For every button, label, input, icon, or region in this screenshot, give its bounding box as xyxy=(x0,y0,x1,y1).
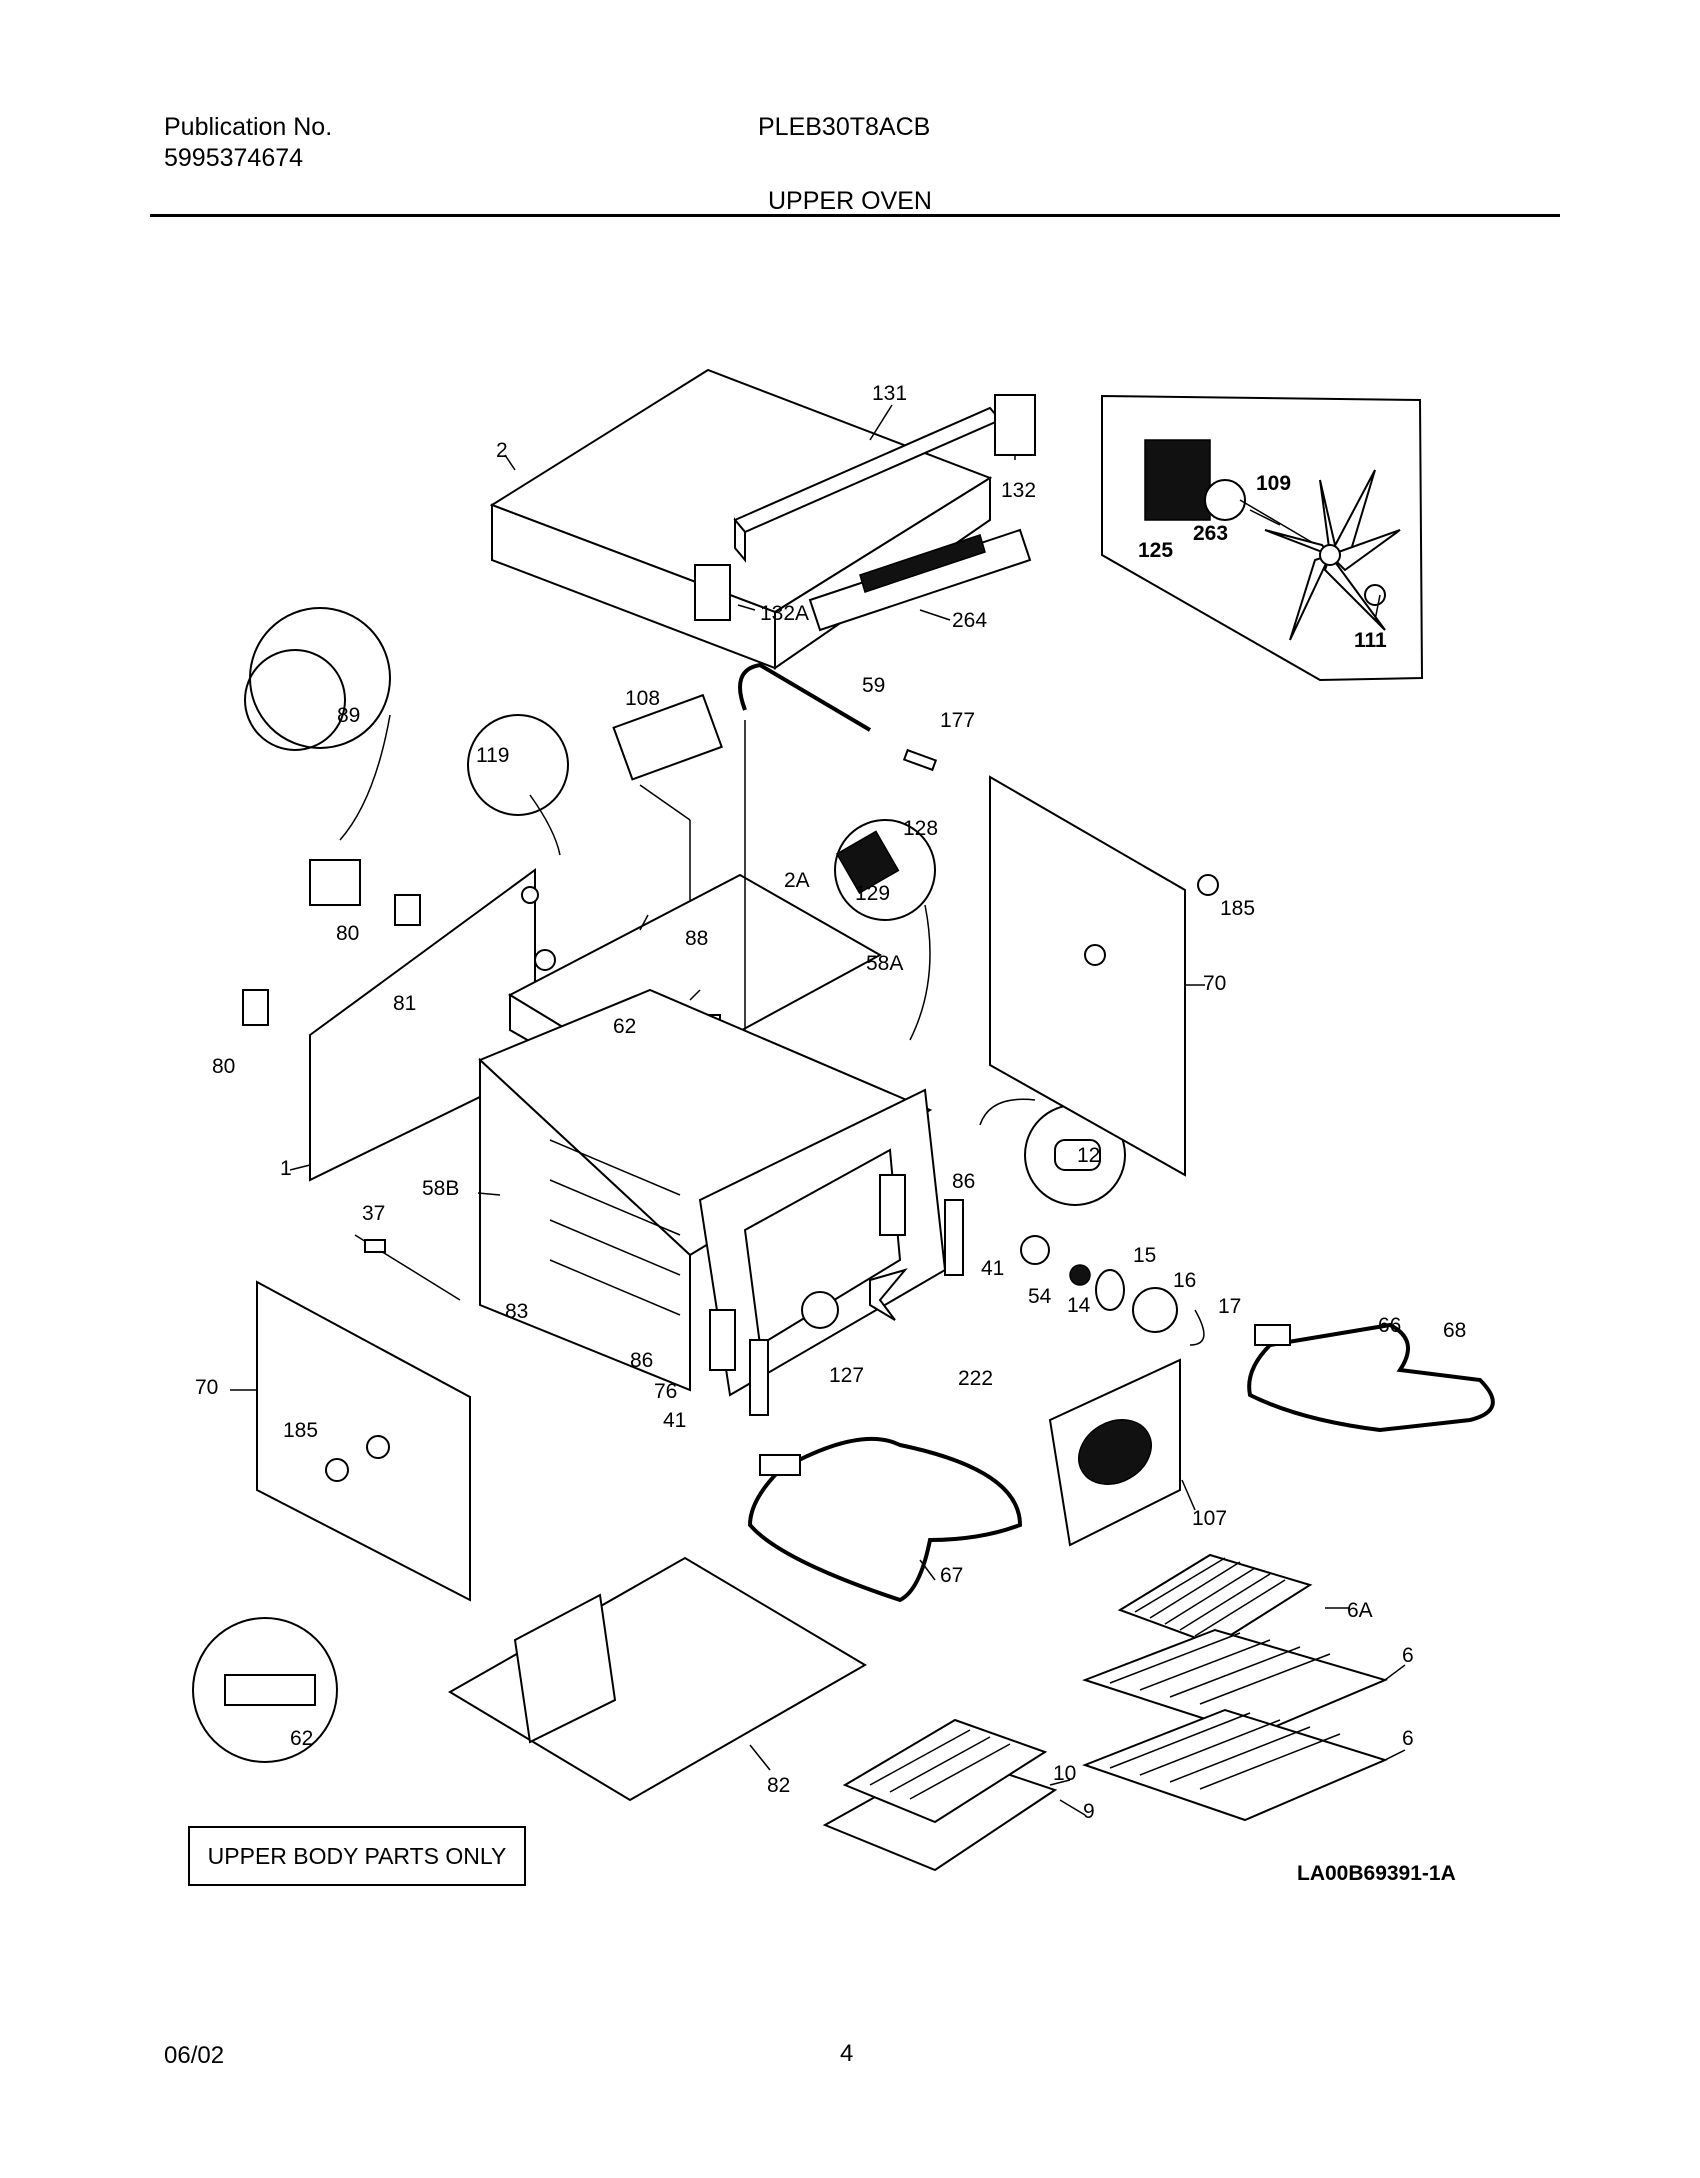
fan-blade-part xyxy=(1264,469,1401,641)
part-label: 119 xyxy=(476,744,509,767)
convection-fan-inset xyxy=(1101,394,1424,682)
part-label: 70 xyxy=(1203,972,1226,995)
part-label: 58A xyxy=(866,952,903,975)
note-box: UPPER BODY PARTS ONLY xyxy=(188,1826,526,1886)
hinge-receptacle-part xyxy=(879,1174,906,1236)
part-label: 54 xyxy=(1028,1285,1052,1308)
thermal-tube-part xyxy=(738,662,872,732)
part-label: 58B xyxy=(422,1177,459,1200)
part-label: 128 xyxy=(903,817,938,840)
rear-cover-part xyxy=(1048,1358,1181,1547)
part-label: 185 xyxy=(283,1419,318,1442)
page-number: 4 xyxy=(840,2040,854,2067)
part-label: 107 xyxy=(1192,1507,1227,1530)
publication-number: 5995374674 xyxy=(164,144,304,172)
reference-code: LA00B69391-1A xyxy=(1297,1862,1456,1885)
part-label: 222 xyxy=(958,1367,993,1390)
part-label: 111 xyxy=(1354,629,1387,652)
left-side-panel-part xyxy=(256,1280,471,1602)
bake-element-part xyxy=(747,1436,1023,1603)
hinge-41-part xyxy=(749,1339,769,1416)
part-label: 41 xyxy=(981,1257,1004,1280)
oven-cavity-part xyxy=(478,988,933,1392)
part-label: 131 xyxy=(872,382,907,405)
part-label: 10 xyxy=(1053,1762,1076,1785)
part-label: 14 xyxy=(1067,1294,1091,1317)
part-label: 88 xyxy=(685,927,708,950)
light-socket-part xyxy=(1020,1235,1050,1265)
part-label: 86 xyxy=(952,1170,975,1193)
part-label: 132A xyxy=(760,602,809,625)
section-title: UPPER OVEN xyxy=(768,187,932,215)
part-label: 66 xyxy=(1378,1314,1401,1337)
detail-circle-119 xyxy=(467,714,569,816)
part-label: 82 xyxy=(767,1774,790,1797)
part-label: 2 xyxy=(496,439,508,462)
convection-fan-part xyxy=(801,1291,839,1329)
light-lens-part xyxy=(1095,1269,1125,1311)
part-label: 83 xyxy=(505,1300,528,1323)
broil-element-66-part xyxy=(1247,1322,1495,1433)
part-label: 1 xyxy=(280,1157,292,1180)
part-label: 70 xyxy=(195,1376,218,1399)
part-label: 62 xyxy=(613,1015,636,1038)
part-label: 67 xyxy=(940,1564,963,1587)
footer-date: 06/02 xyxy=(164,2042,225,2069)
thermostat-part xyxy=(309,859,361,906)
publication-label: Publication No. xyxy=(164,113,333,141)
part-label: 9 xyxy=(1083,1800,1095,1823)
detail-circle-89 xyxy=(244,649,346,751)
part-label: 264 xyxy=(952,609,987,632)
part-label: 86 xyxy=(630,1349,653,1372)
part-label: 109 xyxy=(1256,472,1291,495)
vent-grille-part xyxy=(808,528,1032,632)
part-label: 263 xyxy=(1193,522,1228,545)
part-label: 16 xyxy=(1173,1269,1196,1292)
part-label: 62 xyxy=(290,1727,313,1750)
part-label: 80 xyxy=(336,922,359,945)
part-label: 89 xyxy=(337,704,360,727)
part-label: 125 xyxy=(1138,539,1173,562)
part-label: 6A xyxy=(1347,1599,1373,1622)
part-label: 80 xyxy=(212,1055,235,1078)
light-bulb-part xyxy=(1069,1264,1091,1286)
detail-arrow-89 xyxy=(339,714,391,841)
hinge-receptacle-part xyxy=(709,1309,736,1371)
part-label: 68 xyxy=(1443,1319,1466,1342)
part-label: 127 xyxy=(829,1364,864,1387)
part-label: 76 xyxy=(654,1380,677,1403)
part-label: 129 xyxy=(855,882,890,905)
fan-nut-part xyxy=(1364,584,1386,606)
part-label: 37 xyxy=(362,1202,385,1225)
part-label: 17 xyxy=(1218,1295,1241,1318)
part-label: 6 xyxy=(1402,1644,1414,1667)
part-label: 59 xyxy=(862,674,885,697)
part-label: 6 xyxy=(1402,1727,1414,1750)
part-label: 15 xyxy=(1133,1244,1156,1267)
light-cover-part xyxy=(1132,1287,1178,1333)
part-label: 108 xyxy=(625,687,660,710)
header-rule xyxy=(150,214,1560,217)
oven-rack-6a-part xyxy=(1117,1553,1313,1647)
leader-lines xyxy=(230,404,1406,1816)
part-label: 12 xyxy=(1077,1144,1100,1167)
part-label: 177 xyxy=(940,709,975,732)
broil-element-part xyxy=(612,693,723,781)
hinge-41-part xyxy=(944,1199,964,1276)
bracket-132a-part xyxy=(694,564,731,621)
part-label: 185 xyxy=(1220,897,1255,920)
bottom-panel-part xyxy=(448,1556,867,1802)
part-label: 2A xyxy=(784,869,810,892)
part-label: 132 xyxy=(1001,479,1036,502)
bracket-132-part xyxy=(994,394,1036,456)
fan-motor-part xyxy=(1144,439,1211,521)
part-label: 41 xyxy=(663,1409,686,1432)
broiler-pan-part xyxy=(822,1718,1058,1872)
model-number: PLEB30T8ACB xyxy=(758,113,931,141)
part-label: 81 xyxy=(393,992,416,1015)
right-side-panel-part xyxy=(989,775,1186,1177)
oven-rack-6-lower-part xyxy=(1082,1708,1388,1822)
